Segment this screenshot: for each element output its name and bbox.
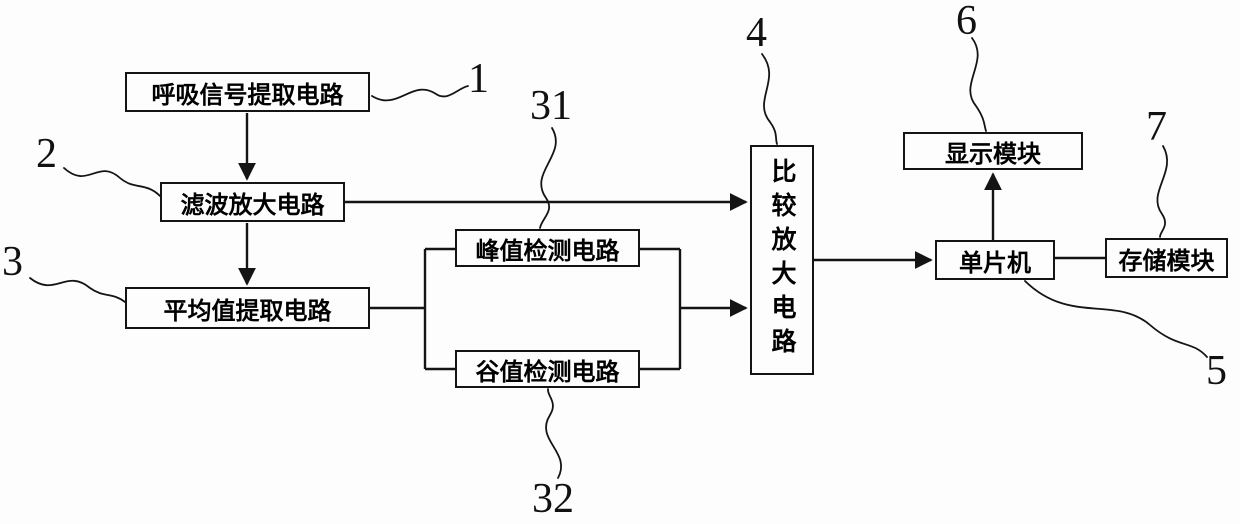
- leader-ref-32: [545, 388, 562, 479]
- block-comparison-amplifier: 比较放大电路: [750, 145, 814, 375]
- ref-numeral-6: 6: [956, 0, 977, 44]
- ref-numeral-7: 7: [1146, 104, 1167, 150]
- block-valley-detector: 谷值检测电路: [455, 350, 640, 388]
- leader-ref-3: [29, 277, 126, 303]
- wire-average-branch: [370, 247, 455, 371]
- block-display-module: 显示模块: [903, 132, 1083, 170]
- leader-ref-7: [1156, 145, 1169, 238]
- block-storage-module: 存储模块: [1105, 238, 1228, 278]
- wire-peak-valley-merge: [640, 247, 682, 371]
- block-average-extraction: 平均值提取电路: [125, 287, 370, 329]
- block-respiratory-signal-extraction: 呼吸信号提取电路: [125, 72, 370, 112]
- ref-numeral-4: 4: [746, 10, 767, 56]
- block-mcu: 单片机: [935, 240, 1055, 280]
- leader-ref-2: [63, 167, 161, 197]
- leader-ref-1: [371, 85, 469, 102]
- ref-numeral-3: 3: [2, 239, 23, 285]
- ref-numeral-31: 31: [530, 83, 572, 129]
- block-filter-amplifier: 滤波放大电路: [160, 182, 345, 222]
- ref-numeral-2: 2: [36, 131, 57, 177]
- ref-numeral-1: 1: [468, 56, 489, 102]
- block-peak-detector: 峰值检测电路: [455, 229, 640, 267]
- ref-numeral-5: 5: [1206, 348, 1227, 394]
- leader-ref-5: [1024, 280, 1208, 358]
- ref-numeral-32: 32: [532, 476, 574, 522]
- leader-ref-6: [969, 37, 987, 132]
- leader-ref-4: [761, 53, 778, 145]
- leader-ref-31: [539, 127, 557, 229]
